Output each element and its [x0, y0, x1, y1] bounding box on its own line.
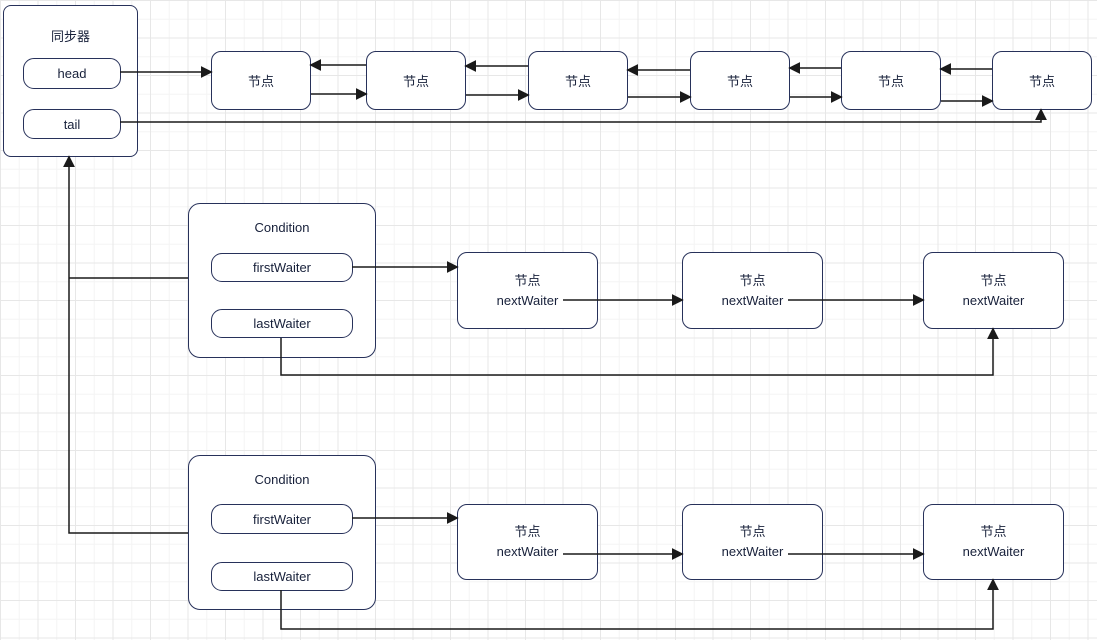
- queue-node-2-label: 节点: [402, 74, 429, 89]
- queue-node-3-label: 节点: [564, 74, 591, 89]
- connector-lastwaiter2: [280, 578, 999, 630]
- queue-node-3: 节点: [528, 51, 628, 110]
- waiter-node-3-label: 节点: [980, 272, 1007, 288]
- connector-lastwaiter1: [280, 327, 999, 376]
- queue-node-4-label: 节点: [726, 74, 753, 89]
- waiter-node-6: 节点 nextWaiter: [923, 504, 1064, 580]
- synchronizer-title: 同步器: [50, 29, 90, 44]
- queue-node-6-label: 节点: [1028, 74, 1055, 89]
- condition-1-title: Condition: [254, 220, 310, 235]
- waiter-node-5-label: 节点: [739, 524, 766, 539]
- waiter-node-1-label: 节点: [514, 272, 541, 288]
- condition-box-1: Condition firstWaiter lastWaiter: [188, 203, 376, 358]
- queue-node-2: 节点: [366, 51, 466, 110]
- queue-node-1: 节点: [211, 51, 311, 110]
- waiter-node-6-label: 节点: [980, 524, 1007, 539]
- waiter-node-3: 节点 nextWaiter: [923, 252, 1064, 329]
- waiter-node-5: 节点 nextWaiter: [682, 504, 823, 580]
- waiter-node-2: 节点 nextWaiter: [682, 252, 823, 329]
- waiter-node-4-pointer-label: nextWaiter: [496, 544, 559, 559]
- queue-node-6: 节点: [992, 51, 1092, 110]
- queue-node-1-label: 节点: [247, 74, 274, 89]
- synchronizer-box: 同步器 head tail: [3, 5, 138, 157]
- condition-1-firstwaiter-field: firstWaiter: [211, 253, 353, 282]
- waiter-node-6-pointer-label: nextWaiter: [962, 544, 1025, 559]
- waiter-node-5-pointer-label: nextWaiter: [721, 544, 784, 559]
- condition-1-lastwaiter-field: lastWaiter: [211, 309, 353, 338]
- waiter-node-4-label: 节点: [514, 524, 541, 539]
- condition-box-2: Condition firstWaiter lastWaiter: [188, 455, 376, 610]
- waiter-node-2-label: 节点: [739, 272, 766, 288]
- condition-2-lastwaiter-field: lastWaiter: [211, 562, 353, 591]
- head-field: head: [23, 58, 121, 89]
- connector-tail-to-node6: [120, 108, 1047, 123]
- waiter-node-4: 节点 nextWaiter: [457, 504, 598, 580]
- connector-condition2-to-sync: [63, 155, 188, 534]
- waiter-node-1: 节点 nextWaiter: [457, 252, 598, 329]
- condition-2-firstwaiter-field: firstWaiter: [211, 504, 353, 534]
- queue-node-5: 节点: [841, 51, 941, 110]
- tail-field: tail: [23, 109, 121, 139]
- condition-2-title: Condition: [254, 472, 310, 487]
- waiter-node-1-pointer-label: nextWaiter: [496, 292, 559, 308]
- queue-node-4: 节点: [690, 51, 790, 110]
- waiter-node-3-pointer-label: nextWaiter: [962, 292, 1025, 308]
- waiter-node-2-pointer-label: nextWaiter: [721, 292, 784, 308]
- queue-node-5-label: 节点: [877, 74, 904, 89]
